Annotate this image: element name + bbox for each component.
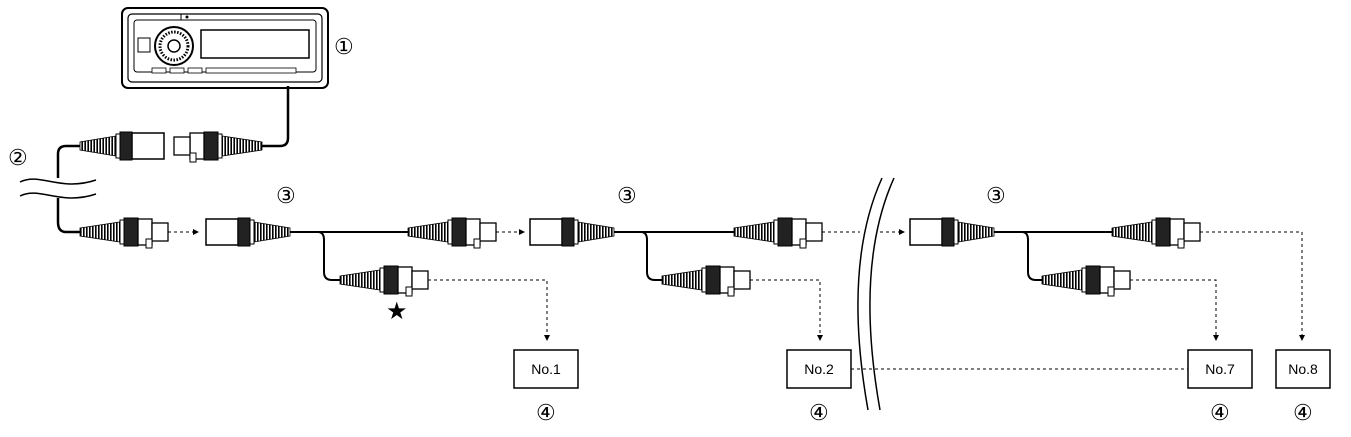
device-7-marker: ④ bbox=[1210, 400, 1230, 425]
head-unit-cable bbox=[173, 86, 290, 163]
splitter-3-marker: ③ bbox=[986, 183, 1006, 208]
device-label: No.8 bbox=[1288, 361, 1318, 377]
device-8-marker: ④ bbox=[1293, 400, 1313, 425]
star-symbol: ★ bbox=[386, 298, 408, 325]
device-label: No.7 bbox=[1205, 361, 1235, 377]
splitter-3 bbox=[909, 217, 1201, 297]
break-lines bbox=[857, 177, 895, 411]
extension-cable bbox=[19, 131, 169, 249]
extension-cable-marker: ② bbox=[8, 145, 28, 170]
splitter-2 bbox=[529, 217, 823, 297]
device-box-7: No.7 bbox=[1187, 349, 1253, 389]
device-label: No.2 bbox=[804, 361, 834, 377]
device-1-marker: ④ bbox=[536, 400, 556, 425]
device-2-marker: ④ bbox=[809, 400, 829, 425]
splitter-1-marker: ③ bbox=[276, 183, 296, 208]
device-box-8: No.8 bbox=[1275, 349, 1331, 389]
splitter-1 bbox=[205, 217, 497, 297]
device-box-2: No.2 bbox=[786, 349, 852, 389]
device-box-1: No.1 bbox=[513, 349, 579, 389]
head-unit-marker: ① bbox=[334, 34, 354, 59]
splitter-2-marker: ③ bbox=[617, 183, 637, 208]
device-label: No.1 bbox=[531, 361, 561, 377]
head-unit bbox=[121, 7, 329, 89]
